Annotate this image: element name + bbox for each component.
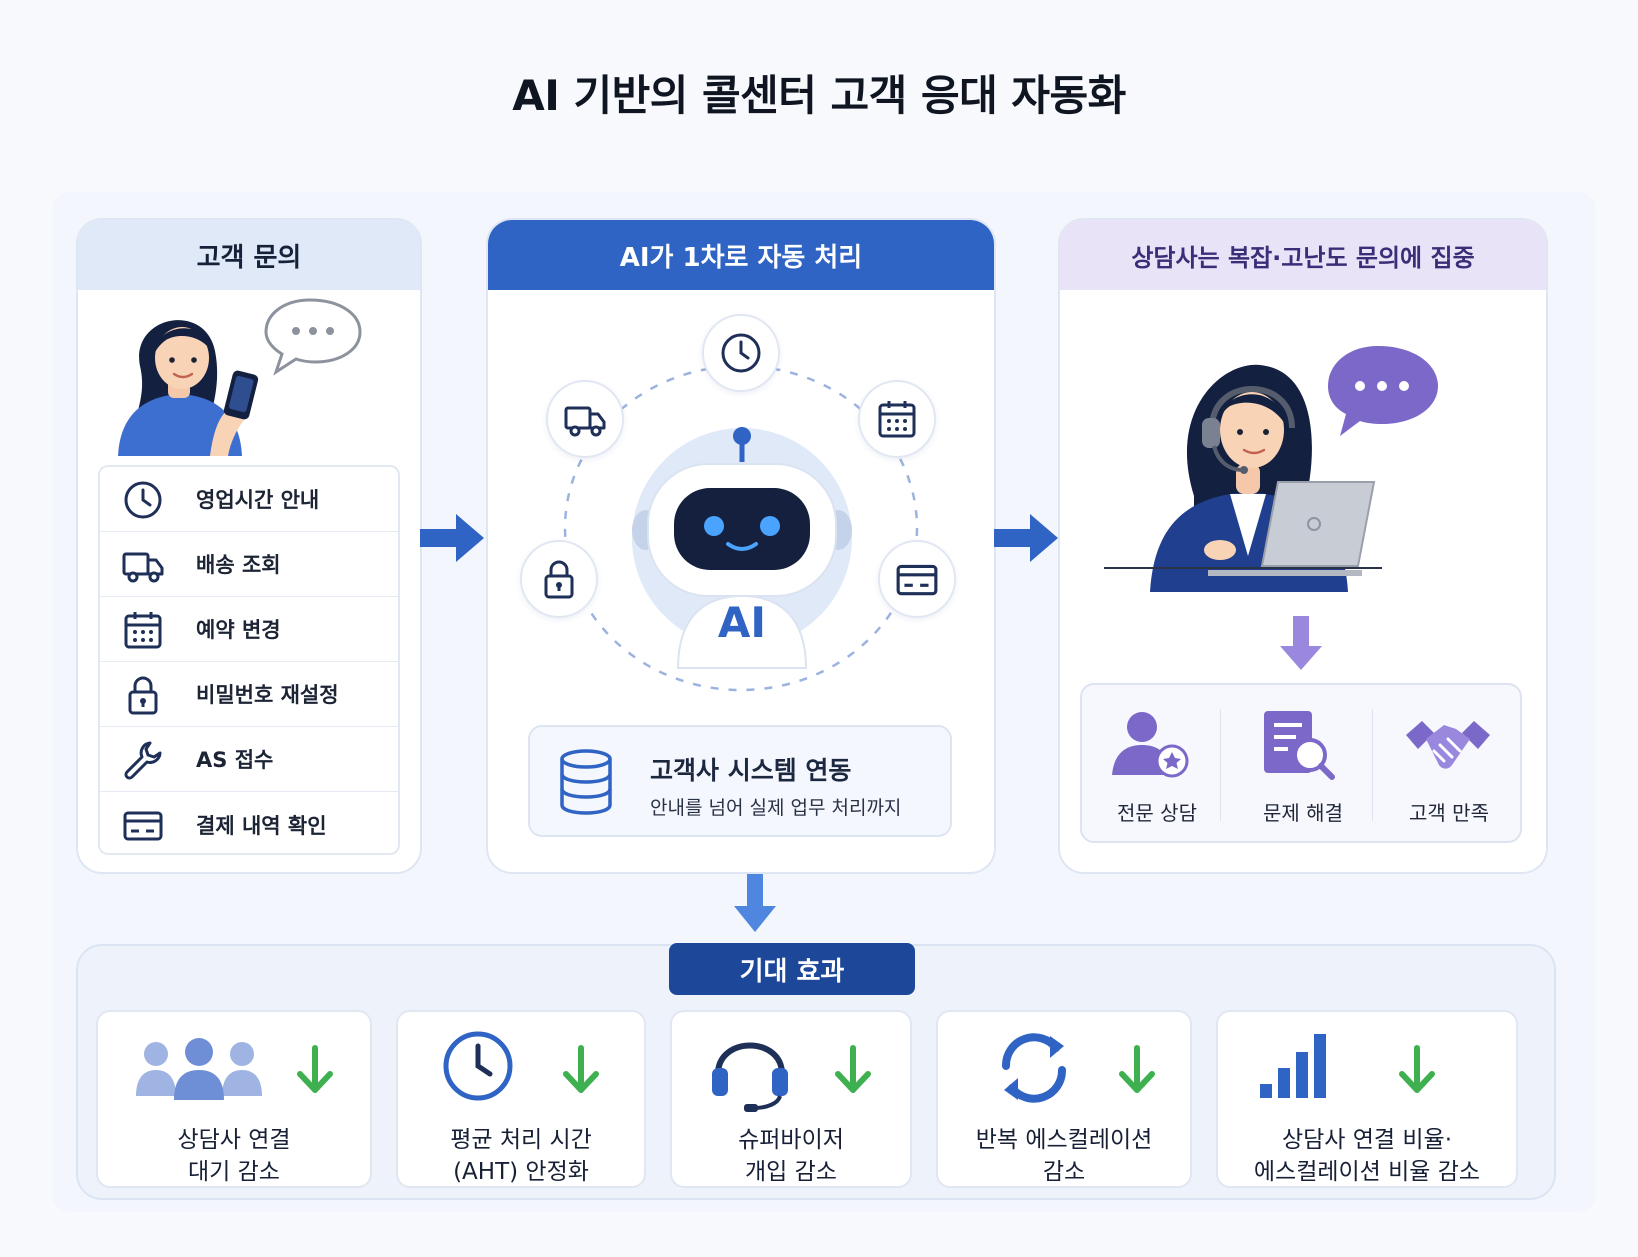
outcome-divider — [1372, 709, 1373, 821]
wrench-icon — [124, 741, 162, 780]
credit-card-icon — [123, 811, 163, 841]
orbit-credit-card — [878, 540, 956, 618]
agent-illustration — [1104, 346, 1458, 596]
decrease-arrow-icon — [1399, 1045, 1435, 1093]
clock-icon — [124, 481, 162, 519]
database-icon — [560, 749, 612, 815]
customer-illustration — [110, 296, 370, 456]
orbit-clock — [702, 314, 780, 392]
document-search-icon — [1264, 711, 1335, 780]
agent-focus-header: 상담사는 복잡·고난도 문의에 집중 — [1060, 220, 1546, 290]
orbit-lock — [520, 540, 598, 618]
inquiry-label: 영업시간 안내 — [196, 488, 320, 512]
ai-robot — [622, 420, 862, 690]
decrease-arrow-icon — [835, 1045, 871, 1093]
page-title: AI 기반의 콜센터 고객 응대 자동화 — [512, 71, 1126, 120]
outcome-label: 고객 만족 — [1409, 801, 1489, 825]
credit-card-icon — [896, 564, 938, 596]
lock-icon — [544, 560, 574, 599]
handshake-icon — [1406, 721, 1490, 769]
inquiry-label: 비밀번호 재설정 — [196, 683, 339, 707]
inquiry-item-payment: 결제 내역 확인 — [100, 792, 398, 857]
inquiry-label: 예약 변경 — [196, 618, 281, 642]
calendar-icon — [124, 612, 162, 649]
ai-robot-label: AI — [717, 598, 767, 647]
inquiry-item-reservation: 예약 변경 — [100, 597, 398, 662]
people-group-icon — [136, 1038, 262, 1100]
outcome-label: 문제 해결 — [1263, 801, 1343, 825]
agent-outcome-box: 전문 상담 문제 해결 고객 만족 — [1080, 683, 1522, 843]
inquiry-item-business-hours: 영업시간 안내 — [100, 467, 398, 532]
truck-icon — [122, 552, 164, 583]
outcome-divider — [1220, 709, 1221, 821]
effect-card-connection-ratio: 상담사 연결 비율·에스컬레이션 비율 감소 — [1216, 1010, 1518, 1188]
inquiry-item-password: 비밀번호 재설정 — [100, 662, 398, 727]
headset-icon — [712, 1042, 788, 1112]
flow-arrow-down — [1280, 616, 1322, 670]
lock-icon — [128, 676, 158, 715]
effect-text: 평균 처리 시간(AHT) 안정화 — [450, 1127, 592, 1185]
flow-arrow-right — [994, 514, 1058, 562]
expected-effects-header: 기대 효과 — [669, 943, 915, 995]
flow-arrow-down — [734, 874, 776, 932]
effect-text: 상담사 연결 비율·에스컬레이션 비율 감소 — [1253, 1127, 1481, 1185]
system-integration-box: 고객사 시스템 연동 안내를 넘어 실제 업무 처리까지 — [528, 725, 952, 837]
flow-arrow-right — [420, 514, 484, 562]
clock-icon — [721, 333, 761, 373]
orbit-calendar — [858, 380, 936, 458]
calendar-icon — [878, 401, 916, 438]
integration-title: 고객사 시스템 연동 — [650, 756, 852, 785]
decrease-arrow-icon — [563, 1045, 599, 1093]
orbit-truck — [546, 380, 624, 458]
integration-subtitle: 안내를 넘어 실제 업무 처리까지 — [650, 797, 902, 819]
ai-processing-header: AI가 1차로 자동 처리 — [488, 220, 994, 290]
outcome-label: 전문 상담 — [1117, 801, 1197, 825]
refresh-cycle-icon — [1001, 1033, 1067, 1103]
decrease-arrow-icon — [1119, 1045, 1155, 1093]
inquiry-item-delivery: 배송 조회 — [100, 532, 398, 597]
customer-inquiry-header: 고객 문의 — [78, 220, 420, 290]
bar-chart-icon — [1260, 1034, 1326, 1098]
truck-icon — [564, 406, 606, 437]
expert-agent-icon — [1112, 712, 1189, 778]
inquiry-list: 영업시간 안내 배송 조회 예약 변경 비밀번호 재설정 AS 접수 결제 내역… — [98, 465, 400, 855]
clock-icon — [443, 1031, 513, 1101]
inquiry-label: 배송 조회 — [196, 553, 281, 577]
inquiry-label: AS 접수 — [196, 748, 274, 772]
decrease-arrow-icon — [297, 1045, 333, 1093]
inquiry-label: 결제 내역 확인 — [196, 813, 327, 838]
inquiry-item-as: AS 접수 — [100, 727, 398, 792]
effect-card-aht-stabilization: 평균 처리 시간(AHT) 안정화 — [396, 1010, 646, 1188]
